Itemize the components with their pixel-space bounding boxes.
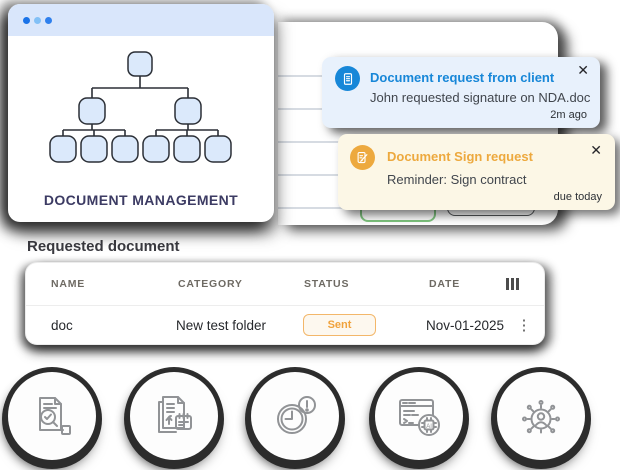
- toast-timestamp: due today: [553, 191, 602, 203]
- section-heading: Requested document: [27, 238, 180, 255]
- ai-code-icon: AI: [399, 399, 440, 436]
- status-badge: Sent: [303, 314, 376, 336]
- feature-circle: [251, 372, 339, 460]
- feature-circle: [8, 372, 96, 460]
- window-header: [8, 4, 274, 36]
- feature-circle: AI: [375, 372, 463, 460]
- close-icon[interactable]: ✕: [577, 62, 589, 78]
- feature-circle: [497, 372, 585, 460]
- window-dot-icon[interactable]: [34, 17, 41, 24]
- toast-body: John requested signature on NDA.doc: [370, 90, 591, 105]
- toast-timestamp: 2m ago: [550, 109, 587, 121]
- toast-body: Reminder: Sign contract: [387, 172, 527, 187]
- notification-sign-request[interactable]: Document Sign request Reminder: Sign con…: [338, 134, 615, 210]
- table-divider: [26, 305, 544, 306]
- kebab-menu-icon[interactable]: ⋮: [516, 317, 532, 334]
- requested-documents-table: NAME CATEGORY STATUS DATE doc New test f…: [25, 262, 545, 345]
- window-dot-icon[interactable]: [23, 17, 30, 24]
- document-review-icon: [39, 397, 71, 435]
- feature-circle: [130, 372, 218, 460]
- document-icon: [335, 66, 360, 91]
- document-schedule-icon: [158, 396, 192, 433]
- columns-icon[interactable]: [506, 278, 519, 290]
- svg-text:AI: AI: [426, 424, 432, 430]
- notification-document-request[interactable]: Document request from client John reques…: [322, 57, 600, 128]
- document-sign-icon: [350, 145, 375, 170]
- deadline-clock-icon: [277, 396, 316, 434]
- cell-date: Nov-01-2025: [426, 317, 505, 333]
- document-management-window: DOCUMENT MANAGEMENT: [8, 4, 274, 222]
- close-icon[interactable]: ✕: [590, 142, 602, 158]
- toast-title: Document Sign request: [387, 149, 533, 164]
- column-header-name: NAME: [51, 278, 86, 290]
- window-dot-icon[interactable]: [45, 17, 52, 24]
- cell-name: doc: [51, 317, 73, 333]
- window-caption: DOCUMENT MANAGEMENT: [43, 192, 239, 208]
- toast-title: Document request from client: [370, 70, 555, 85]
- column-header-status: STATUS: [304, 278, 350, 290]
- folder-tree-diagram: [49, 51, 232, 163]
- cell-category: New test folder: [176, 317, 267, 333]
- column-header-category: CATEGORY: [178, 278, 243, 290]
- column-header-date: DATE: [429, 278, 461, 290]
- automation-network-icon: [522, 400, 560, 434]
